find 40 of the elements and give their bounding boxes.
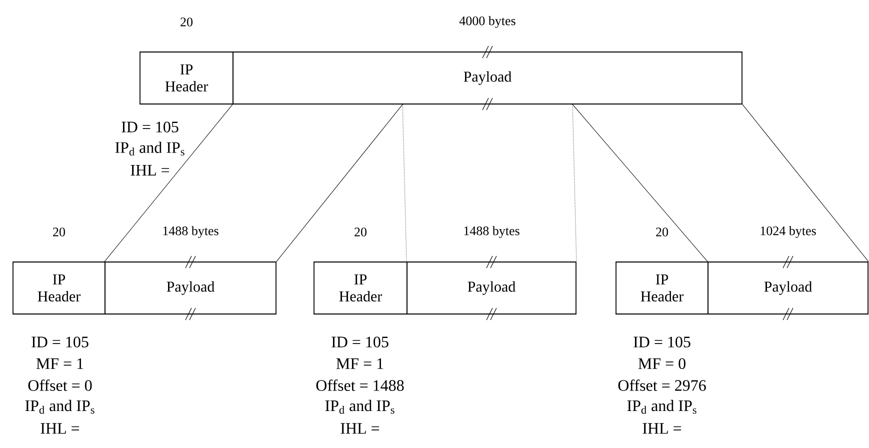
header-field: IP Header xyxy=(616,262,708,314)
size-label: 20 xyxy=(53,228,66,236)
field-value: ID = 105 xyxy=(332,336,388,348)
size-label: 4000 bytes xyxy=(459,16,516,28)
field-value: IP$_{d}$ and IP$_{s}$ xyxy=(25,400,94,414)
field-value: MF = 0 xyxy=(638,358,686,369)
connector-line xyxy=(572,104,708,262)
field-value: ID = 105 xyxy=(32,336,88,348)
payload-field: Payload xyxy=(104,262,276,314)
field-value: Offset = 2976 xyxy=(618,380,706,391)
connector-line xyxy=(104,104,233,262)
header-field: IP Header xyxy=(12,262,106,314)
payload-field: Payload xyxy=(232,52,742,104)
field-value: IP$_{d}$ and IP$_{s}$ xyxy=(325,400,394,414)
connector-line xyxy=(402,104,407,262)
size-label: 20 xyxy=(180,18,193,26)
field-value: MF = 1 xyxy=(336,358,384,369)
size-label: 1488 bytes xyxy=(464,226,520,238)
header-field: IP Header xyxy=(314,262,408,314)
field-value: Offset = 0 xyxy=(28,380,92,391)
header-field: IP Header xyxy=(140,52,234,104)
size-label: 1488 bytes xyxy=(163,226,218,238)
field-value: Offset = 1488 xyxy=(316,380,404,391)
field-value: IHL = xyxy=(130,164,170,176)
field-value: IP$_{d}$ and IP$_{s}$ xyxy=(627,400,696,414)
field-value: ID = 105 xyxy=(634,336,690,348)
field-value: IHL = xyxy=(642,423,682,434)
field-value: MF = 1 xyxy=(36,358,84,369)
field-value: IP$_{d}$ and IP$_{s}$ xyxy=(115,142,184,156)
field-value: IHL = xyxy=(40,423,80,434)
size-label: 20 xyxy=(656,228,668,236)
connector-line xyxy=(742,104,869,262)
size-label: 1024 bytes xyxy=(760,226,816,238)
size-label: 20 xyxy=(354,228,367,236)
field-value: IHL = xyxy=(340,423,380,434)
connector-line xyxy=(276,104,403,262)
field-value: ID = 105 xyxy=(122,122,178,132)
connector-line xyxy=(572,104,577,262)
payload-field: Payload xyxy=(406,262,576,314)
payload-field: Payload xyxy=(708,262,868,314)
